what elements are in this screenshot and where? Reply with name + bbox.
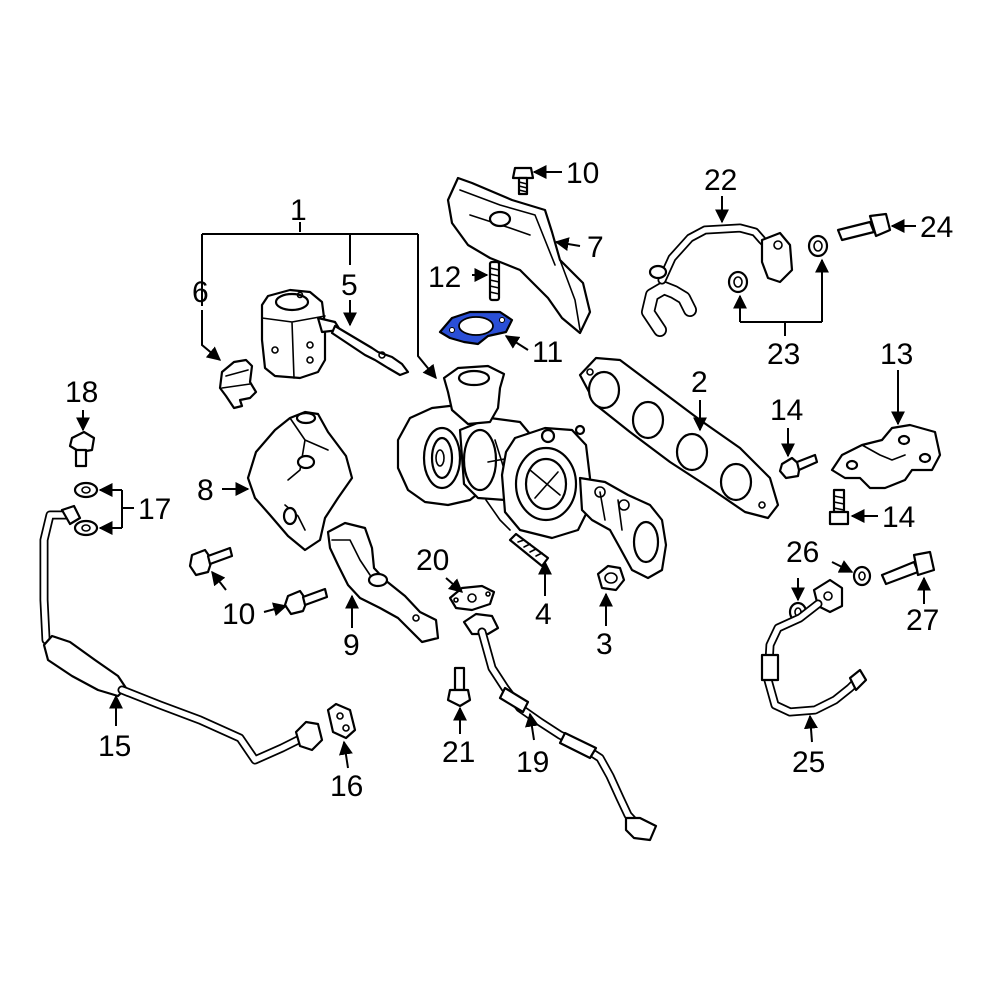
bolt-10-top[interactable] (511, 166, 535, 196)
callout-21: 21 (442, 736, 475, 769)
bolt-10-left-a[interactable] (188, 546, 234, 577)
callout-24: 24 (920, 211, 953, 244)
callout-6: 6 (192, 276, 209, 309)
callout-14-upper: 14 (770, 394, 803, 427)
bolt-14-lower[interactable] (828, 488, 850, 526)
heat-shield-8[interactable] (246, 410, 354, 552)
manifold-gasket-2[interactable] (578, 356, 780, 520)
callout-labels: 1 2 3 4 5 6 7 8 9 10 10 11 12 13 14 14 1… (65, 157, 953, 803)
washer-17-a[interactable] (73, 481, 99, 499)
callout-3: 3 (596, 628, 613, 661)
callout-13: 13 (880, 338, 913, 371)
callout-15: 15 (98, 730, 131, 763)
bolt-14-upper[interactable] (778, 453, 819, 480)
gasket-20[interactable] (448, 584, 496, 612)
stud-4[interactable] (508, 532, 550, 568)
heat-shield-upper[interactable] (446, 176, 592, 335)
bolt-10-left-b[interactable] (283, 587, 329, 616)
banjo-bolt-24[interactable] (836, 212, 892, 242)
callout-18: 18 (65, 376, 98, 409)
callout-5: 5 (341, 269, 358, 302)
leader-lines (76, 165, 931, 769)
banjo-bolt-27[interactable] (880, 550, 936, 586)
callout-12: 12 (428, 261, 461, 294)
callout-10-top: 10 (566, 157, 599, 190)
callout-26: 26 (786, 536, 819, 569)
bolt-18[interactable] (68, 430, 96, 468)
bracket-9[interactable] (326, 521, 440, 644)
nut-3[interactable] (596, 564, 626, 592)
bolt-21[interactable] (446, 666, 472, 708)
callout-2: 2 (691, 366, 708, 399)
callout-4: 4 (535, 598, 552, 631)
oil-return-pipe-19[interactable] (462, 612, 658, 842)
washer-26-b[interactable] (852, 565, 872, 587)
oil-pipe-15[interactable] (39, 504, 324, 765)
callout-16: 16 (330, 770, 363, 803)
callout-7: 7 (587, 231, 604, 264)
washer-17-b[interactable] (73, 519, 99, 537)
callout-20: 20 (416, 544, 449, 577)
turbocharger-assembly-1[interactable] (396, 364, 668, 580)
callout-11: 11 (532, 336, 563, 369)
callout-1: 1 (290, 194, 307, 227)
sensor-6[interactable] (218, 358, 258, 410)
callout-27: 27 (906, 604, 939, 637)
callout-8: 8 (197, 474, 214, 507)
washer-23-a[interactable] (727, 270, 749, 294)
callout-14-lower: 14 (882, 501, 915, 534)
coolant-pipe-22[interactable] (641, 223, 794, 337)
callout-9: 9 (343, 629, 360, 662)
callout-17: 17 (138, 493, 171, 526)
callout-19: 19 (516, 746, 549, 779)
stud-12[interactable] (488, 260, 501, 302)
callout-23: 23 (767, 338, 800, 371)
callout-10-left: 10 (222, 598, 255, 631)
bracket-13[interactable] (830, 423, 942, 490)
gasket-16[interactable] (326, 702, 357, 740)
gasket-11-highlighted[interactable] (438, 310, 514, 346)
coolant-pipe-25[interactable] (760, 578, 868, 717)
callout-25: 25 (792, 746, 825, 779)
callout-22: 22 (704, 164, 737, 197)
wastegate-actuator-5[interactable] (260, 288, 410, 380)
washer-23-b[interactable] (807, 234, 829, 258)
